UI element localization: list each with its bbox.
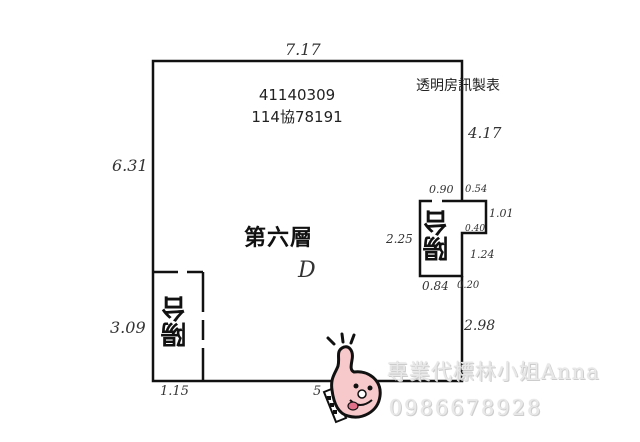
dim-top: 7.17 bbox=[285, 40, 321, 59]
dim-balcony-top-right: 0.54 bbox=[465, 184, 488, 195]
dim-right-lower: 2.98 bbox=[464, 318, 496, 334]
case-number: 41140309 bbox=[258, 86, 336, 104]
thumbs-up-mascot-icon bbox=[322, 332, 382, 424]
dim-right-upper: 4.17 bbox=[468, 124, 502, 142]
dim-balcony-left: 2.25 bbox=[386, 232, 413, 246]
balcony-left-label: 陽台 bbox=[161, 296, 191, 348]
unit-label: D bbox=[298, 258, 316, 283]
dim-balcony-step: 0.40 bbox=[465, 224, 486, 234]
main-room-outline bbox=[151, 59, 464, 383]
contract-number: 114協78191 bbox=[251, 108, 343, 126]
balcony-right-label: 陽台 bbox=[423, 210, 453, 262]
watermark-agent-name: 專業代標林小姐Anna bbox=[387, 360, 600, 384]
dim-balcony-side: 1.01 bbox=[489, 207, 514, 220]
dim-left-balcony: 3.09 bbox=[110, 318, 146, 337]
balcony-right-outline bbox=[418, 199, 488, 278]
floor-label: 第六層 bbox=[244, 225, 314, 251]
dim-balcony-top-left: 0.90 bbox=[429, 183, 454, 196]
watermark-phone: 0986678928 bbox=[389, 396, 543, 420]
dim-bottom-left: 1.15 bbox=[160, 384, 189, 399]
maker-credit: 透明房訊製表 bbox=[416, 78, 500, 94]
dim-balcony-bottom-right: 0.20 bbox=[457, 280, 480, 291]
dim-balcony-bottom-left: 0.84 bbox=[422, 279, 449, 293]
dim-balcony-lower: 1.24 bbox=[470, 248, 495, 261]
dim-bottom-mid: 5 bbox=[313, 384, 322, 399]
dim-left: 6.31 bbox=[112, 156, 148, 175]
